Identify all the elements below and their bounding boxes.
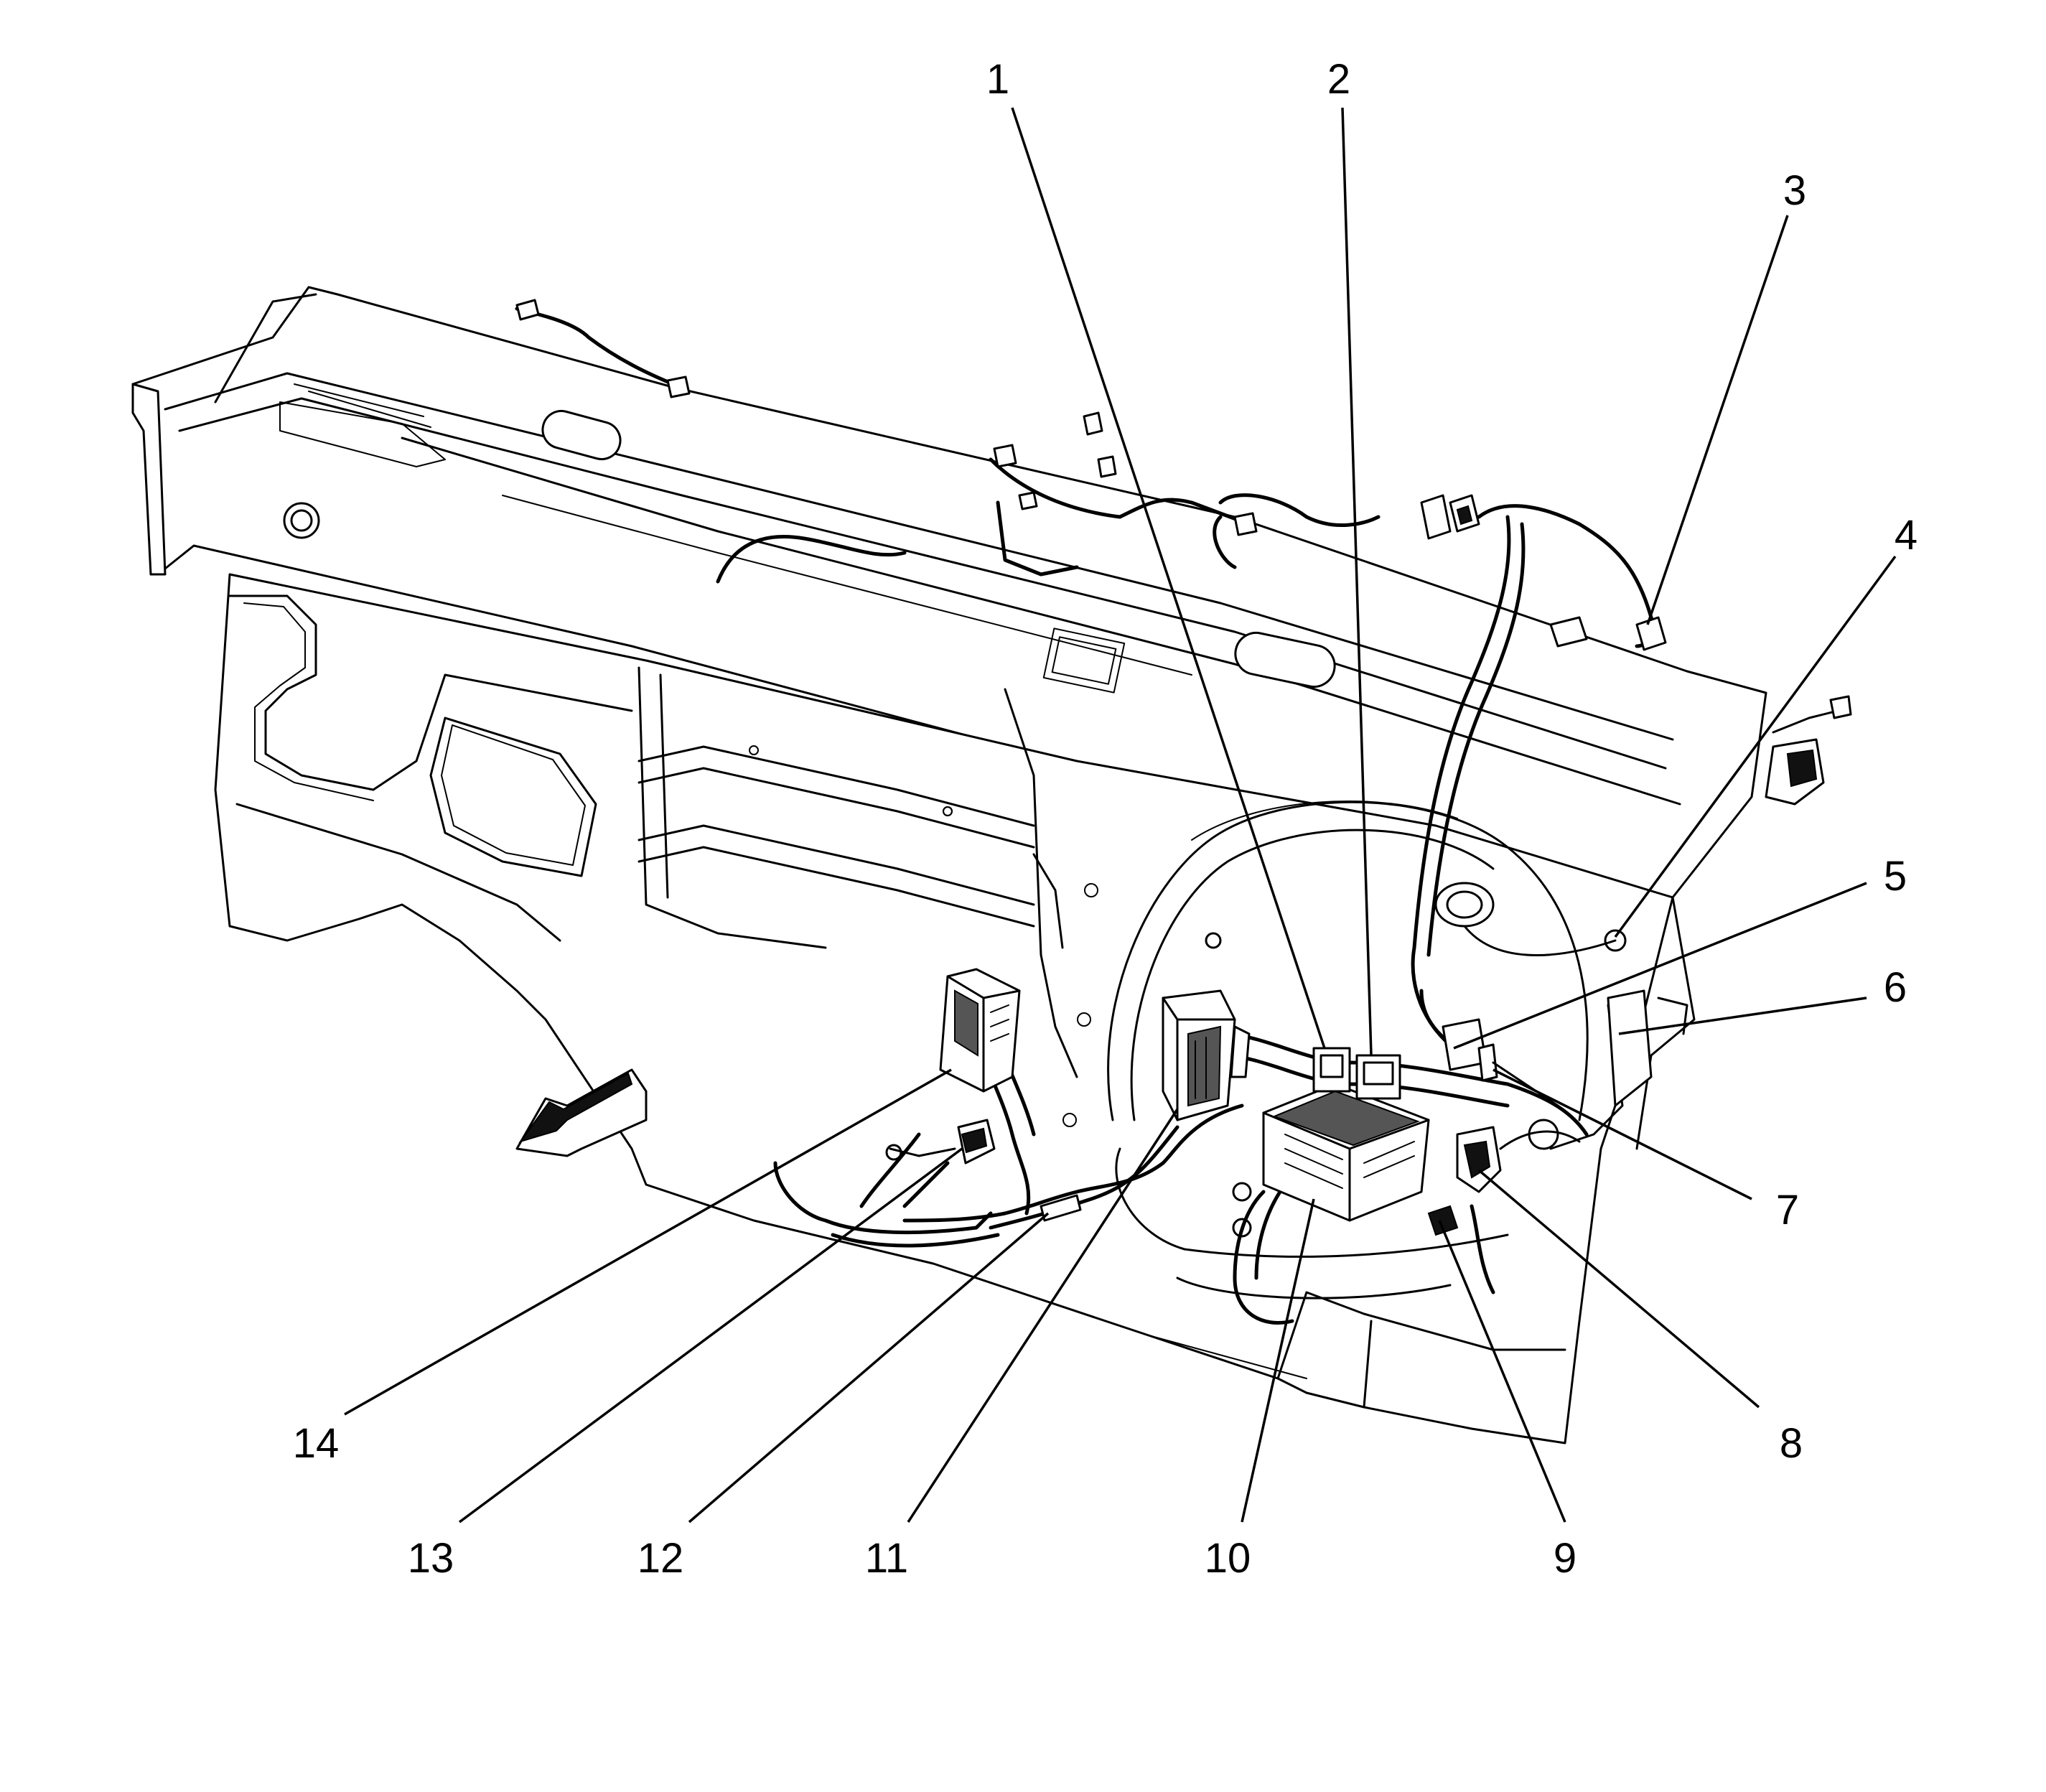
callout-11: 11: [865, 1535, 908, 1582]
ground-stud-12: [1040, 1182, 1252, 1222]
callout-4: 4: [1895, 512, 1917, 559]
clip-9: [1427, 1205, 1459, 1236]
callout-3: 3: [1783, 167, 1806, 214]
callout-leaders: [344, 107, 1897, 1523]
leader-8: [1477, 1169, 1760, 1409]
callout-14: 14: [293, 1420, 340, 1467]
callout-13: 13: [408, 1535, 454, 1582]
connector-1-and-2: [1312, 1047, 1401, 1100]
callout-12: 12: [637, 1535, 684, 1582]
leader-1: [1011, 107, 1326, 1049]
leader-7: [1493, 1068, 1752, 1200]
callout-8: 8: [1780, 1420, 1803, 1467]
module-14: [939, 968, 1021, 1093]
dash-panel-structure: [131, 286, 1767, 1445]
connector-11: [1162, 989, 1251, 1121]
callout-2: 2: [1327, 56, 1350, 103]
leader-5: [1453, 882, 1867, 1050]
wiring-harness: [515, 307, 1655, 1325]
connector-13: [885, 1119, 996, 1165]
connector-8: [1456, 1119, 1581, 1193]
callout-9: 9: [1554, 1535, 1576, 1582]
callout-labels: 1 2 3 4 5 6 7 8 9 10 11 12 13 14: [293, 56, 1917, 1582]
leader-14: [344, 1068, 952, 1416]
leader-12: [688, 1212, 1050, 1523]
leader-4: [1614, 555, 1897, 938]
top-small-connectors: [515, 299, 1452, 540]
callout-1: 1: [986, 56, 1009, 103]
callout-6: 6: [1884, 964, 1907, 1011]
leader-11: [907, 1109, 1179, 1523]
grommet-4: [1434, 882, 1627, 956]
leader-3: [1646, 215, 1789, 625]
connector-3: [1449, 494, 1667, 651]
leader-2: [1341, 107, 1373, 1056]
leader-10: [1241, 1198, 1315, 1523]
callout-5: 5: [1884, 853, 1907, 900]
right-connector-block: [1765, 695, 1852, 806]
leader-13: [458, 1147, 963, 1523]
callout-10: 10: [1205, 1535, 1251, 1582]
callout-7: 7: [1776, 1187, 1799, 1233]
leader-9: [1438, 1220, 1566, 1523]
leader-6: [1618, 997, 1867, 1035]
direction-arrow-icon: [515, 1068, 648, 1157]
